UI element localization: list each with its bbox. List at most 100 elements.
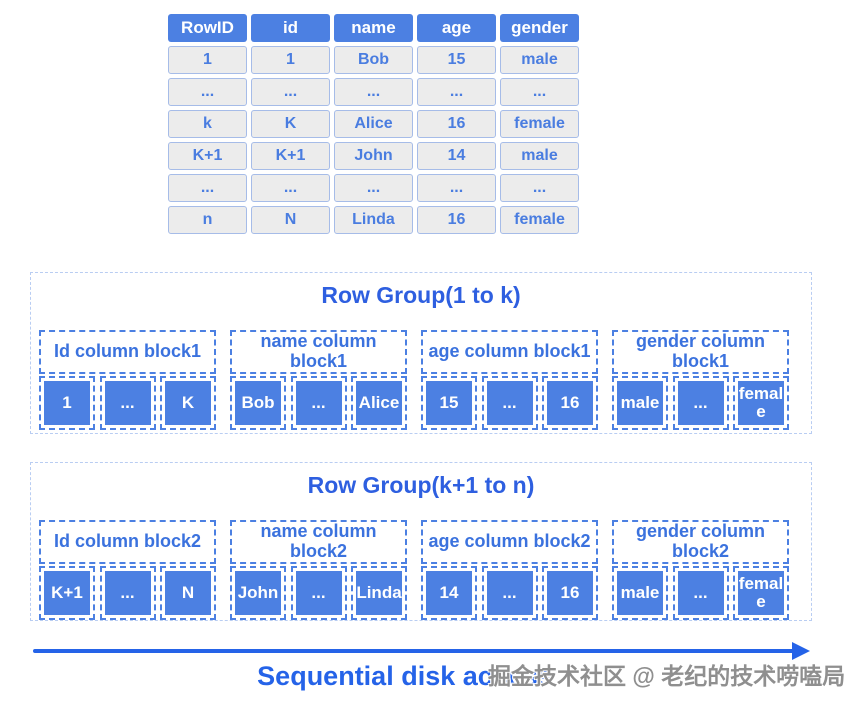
arrow-head-icon (792, 642, 810, 660)
column-block-cells: 15 ... 16 (421, 375, 598, 430)
table-cell: Linda (334, 206, 413, 234)
name-column-block-1: name column block1 Bob ... Alice (230, 329, 407, 430)
block-cell-value: John (235, 570, 281, 615)
table-cell: K (251, 110, 330, 138)
row-group-2-title: Row Group(k+1 to n) (307, 472, 535, 498)
table-cell: K+1 (251, 142, 330, 170)
column-block-label: name column block2 (230, 519, 407, 564)
block-cell-value: 16 (547, 570, 593, 615)
block-cell-value: ... (677, 570, 724, 615)
table-cell: 16 (417, 206, 496, 234)
block-cell-value: K (165, 380, 211, 425)
table-cell: male (500, 46, 579, 74)
age-column-block-2: age column block2 14 ... 16 (421, 519, 598, 620)
block-cell: John (230, 565, 286, 620)
block-cell: female (733, 375, 789, 430)
column-block-label: gender column block1 (612, 329, 789, 374)
block-cell-value: Bob (235, 380, 281, 425)
column-block-cells: John ... Linda (230, 565, 407, 620)
column-block-cells: 1 ... K (39, 375, 216, 430)
table-cell: 1 (251, 46, 330, 74)
table-cell: female (500, 110, 579, 138)
block-cell: ... (672, 565, 729, 620)
gender-column-block-2: gender column block2 male ... female (612, 519, 789, 620)
age-column-block-1: age column block1 15 ... 16 (421, 329, 598, 430)
gender-column-block-1: gender column block1 male ... female (612, 329, 789, 430)
table-header-cell: age (417, 14, 496, 42)
table-cell: ... (334, 174, 413, 202)
block-cell-value: ... (677, 380, 724, 425)
block-cell-value: ... (486, 570, 533, 615)
table-cell: 16 (417, 110, 496, 138)
block-cell: 14 (421, 565, 477, 620)
block-cell: K+1 (39, 565, 95, 620)
table-cell: John (334, 142, 413, 170)
row-group-2-blocks: Id column block2 K+1 ... N name column b… (31, 519, 811, 620)
block-cell: 16 (542, 375, 598, 430)
table-cell: ... (168, 174, 247, 202)
column-block-label: Id column block2 (39, 519, 216, 564)
column-block-cells: male ... female (612, 375, 789, 430)
column-block-cells: Bob ... Alice (230, 375, 407, 430)
block-cell: male (612, 375, 668, 430)
table-header-cell: RowID (168, 14, 247, 42)
block-cell: Alice (351, 375, 407, 430)
block-cell-value: 14 (426, 570, 472, 615)
table-cell: female (500, 206, 579, 234)
row-group-1: Row Group(1 to k) Id column block1 1 ...… (30, 272, 812, 434)
block-cell: ... (481, 565, 538, 620)
table-cell: ... (251, 78, 330, 106)
source-table: RowID id name age gender 1 1 Bob 15 male… (168, 14, 579, 234)
table-cell: n (168, 206, 247, 234)
table-cell: ... (251, 174, 330, 202)
block-cell: ... (481, 375, 538, 430)
table-cell: ... (500, 174, 579, 202)
block-cell-value: 16 (547, 380, 593, 425)
block-cell-value: male (617, 380, 663, 425)
table-header-cell: gender (500, 14, 579, 42)
row-group-1-blocks: Id column block1 1 ... K name column blo… (31, 329, 811, 430)
block-cell: 1 (39, 375, 95, 430)
row-group-2: Row Group(k+1 to n) Id column block2 K+1… (30, 462, 812, 621)
block-cell-value: N (165, 570, 211, 615)
row-group-1-title: Row Group(1 to k) (321, 282, 521, 308)
table-cell: 15 (417, 46, 496, 74)
table-header-cell: name (334, 14, 413, 42)
table-cell: male (500, 142, 579, 170)
id-column-block-1: Id column block1 1 ... K (39, 329, 216, 430)
column-block-label: age column block1 (421, 329, 598, 374)
block-cell: 16 (542, 565, 598, 620)
table-cell: N (251, 206, 330, 234)
column-block-label: name column block1 (230, 329, 407, 374)
column-block-cells: 14 ... 16 (421, 565, 598, 620)
block-cell-value: Linda (356, 570, 402, 615)
table-header-cell: id (251, 14, 330, 42)
table-cell: ... (500, 78, 579, 106)
column-block-label: Id column block1 (39, 329, 216, 374)
block-cell-value: ... (295, 570, 342, 615)
block-cell: ... (290, 565, 347, 620)
table-cell: ... (168, 78, 247, 106)
block-cell-value: female (738, 570, 784, 615)
table-cell: ... (417, 78, 496, 106)
table-cell: K+1 (168, 142, 247, 170)
block-cell-value: ... (104, 380, 151, 425)
table-cell: Alice (334, 110, 413, 138)
id-column-block-2: Id column block2 K+1 ... N (39, 519, 216, 620)
block-cell: ... (672, 375, 729, 430)
block-cell: 15 (421, 375, 477, 430)
sequential-disk-access-label: Sequential disk access (257, 661, 553, 691)
watermark-text: 掘金技术社区 @ 老纪的技术唠嗑局 (488, 663, 846, 689)
block-cell: ... (99, 375, 156, 430)
block-cell-value: ... (295, 380, 342, 425)
table-cell: ... (334, 78, 413, 106)
column-block-cells: male ... female (612, 565, 789, 620)
block-cell: N (160, 565, 216, 620)
block-cell: K (160, 375, 216, 430)
block-cell: Linda (351, 565, 407, 620)
table-cell: ... (417, 174, 496, 202)
block-cell: Bob (230, 375, 286, 430)
block-cell-value: ... (486, 380, 533, 425)
table-cell: Bob (334, 46, 413, 74)
